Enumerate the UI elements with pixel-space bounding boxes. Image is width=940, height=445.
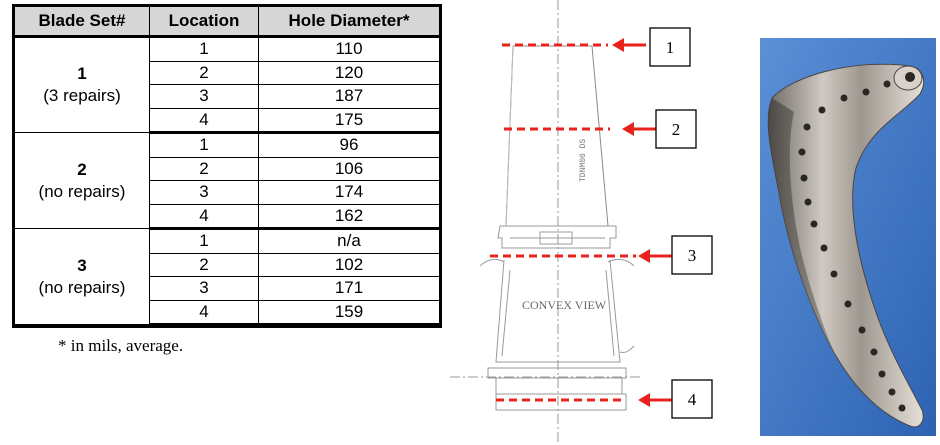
- shank-outline: [495, 259, 621, 363]
- location-cell: 4: [149, 107, 259, 134]
- header-location: Location: [149, 6, 259, 38]
- diameter-cell: n/a: [258, 228, 440, 254]
- blade-set-cell: 2 (no repairs): [14, 132, 150, 229]
- table-row: 3 187: [15, 84, 440, 109]
- blade-set-3-group: 3 (no repairs) 1 n/a 2 102 3 171 4 159: [14, 228, 440, 326]
- table-row: 3 174: [15, 180, 440, 205]
- blade-set-cell: 3 (no repairs): [14, 228, 150, 325]
- blade-set-note: (3 repairs): [43, 86, 121, 105]
- blade-set-number: 2: [77, 159, 87, 179]
- location-cell: 2: [149, 60, 259, 85]
- diameter-cell: 187: [258, 84, 440, 109]
- location-cell: 3: [149, 276, 259, 301]
- table-row: 4 162: [15, 203, 440, 230]
- diameter-cell: 110: [258, 36, 440, 62]
- header-hole-diameter: Hole Diameter*: [258, 6, 440, 38]
- airfoil-outline: [505, 45, 609, 227]
- table-row: 2 106: [15, 156, 440, 181]
- location-cell: 1: [149, 228, 259, 254]
- convex-view-label: CONVEX VIEW: [522, 298, 607, 312]
- diameter-cell: 120: [258, 60, 440, 85]
- blade-set-number: 3: [77, 255, 87, 275]
- table-row: 2 (no repairs) 1 96: [14, 132, 440, 229]
- callout-label-3: 3: [688, 246, 697, 265]
- blade-set-number: 1: [77, 64, 87, 83]
- table-row: 2 120: [15, 60, 440, 85]
- diameter-cell: 159: [258, 299, 440, 326]
- hole-diameter-table: Blade Set# Location Hole Diameter* 1 (3 …: [12, 4, 442, 328]
- location-cell: 3: [149, 180, 259, 205]
- location-cell: 2: [149, 252, 259, 277]
- blade-set-1-group: 1 (3 repairs) 1 110 2 120 3 187 4 175: [14, 36, 440, 134]
- table-row: 3 (no repairs) 1 n/a: [14, 228, 440, 325]
- part-number-label: TDNM00 DS: [579, 139, 588, 182]
- table-row: 3 171: [15, 276, 440, 301]
- callout-box-3: [671, 235, 713, 275]
- blade-convex-view-drawing: CONVEX VIEW TDNM00 DS 1 2 3 4: [450, 0, 713, 445]
- location-cell: 1: [149, 132, 259, 158]
- platform-outline: [497, 225, 617, 249]
- callout-label-1: 1: [666, 38, 675, 57]
- callout-label-4: 4: [688, 390, 697, 409]
- table-row: 4 159: [15, 299, 440, 326]
- blade-set-note: (no repairs): [38, 181, 126, 201]
- table-footnote: * in mils, average.: [58, 336, 184, 355]
- table-row: 1 (3 repairs) 1 110: [14, 36, 440, 133]
- diameter-cell: 162: [258, 203, 440, 230]
- diameter-cell: 171: [258, 276, 440, 301]
- blade-set-2-group: 2 (no repairs) 1 96 2 106 3 174 4 162: [14, 132, 440, 230]
- diameter-cell: 102: [258, 252, 440, 277]
- header-blade-set: Blade Set#: [14, 6, 150, 38]
- table-row: 4 175: [15, 107, 440, 134]
- diameter-cell: 174: [258, 180, 440, 205]
- diameter-cell: 96: [258, 132, 440, 158]
- diameter-cell: 106: [258, 156, 440, 181]
- blade-set-note: (no repairs): [38, 277, 126, 297]
- location-cell: 3: [149, 84, 259, 109]
- location-cell: 4: [149, 299, 259, 326]
- table-row: 2 102: [15, 252, 440, 277]
- cooling-holes: [798, 80, 906, 412]
- location-cell: 2: [149, 156, 259, 181]
- location-cell: 1: [149, 36, 259, 62]
- callout-box-2: [655, 109, 697, 149]
- diameter-cell: 175: [258, 107, 440, 134]
- callout-box-4: [671, 379, 713, 419]
- location-cell: 4: [149, 203, 259, 230]
- blade-photo: [760, 38, 936, 436]
- callout-label-2: 2: [672, 120, 681, 139]
- blade-set-cell: 1 (3 repairs): [14, 36, 150, 133]
- callout-box-1: [649, 27, 691, 67]
- table-header-row: Blade Set# Location Hole Diameter*: [14, 6, 440, 38]
